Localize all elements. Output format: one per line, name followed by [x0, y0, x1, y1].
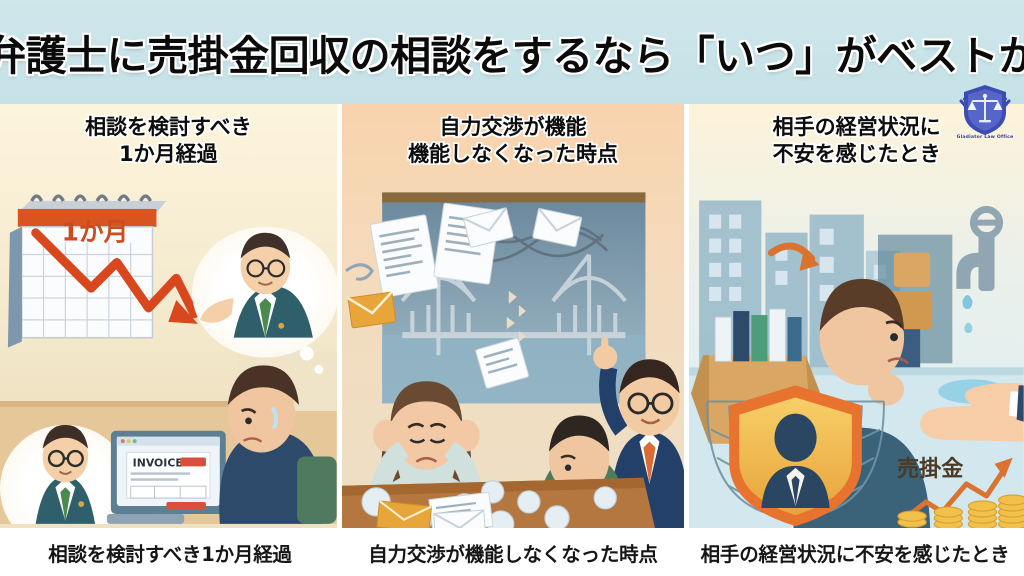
lawyer-thought-bubble-top — [192, 226, 337, 374]
panel-3-illustration: 売掛金 — [689, 104, 1024, 528]
panel-negotiation-failed: 自力交渉が機能 機能しなくなった時点 — [341, 104, 685, 528]
shield-scales-icon — [959, 85, 1011, 135]
caption-1: 相談を検討すべき1か月経過 — [48, 542, 292, 566]
desk-calendar — [7, 194, 199, 348]
caption-3: 相手の経営状況に不安を感じたとき — [700, 542, 1010, 566]
lawyer-thought-bubble-bottom — [0, 424, 131, 524]
protecting-hand — [920, 382, 1024, 442]
broken-bridge — [400, 253, 627, 356]
panel-1-illustration: 1か月 — [0, 104, 337, 524]
pointing-finger — [600, 337, 608, 358]
protection-shield — [729, 385, 863, 527]
person-silhouette-head — [774, 413, 817, 462]
worried-businessman — [219, 365, 337, 524]
law-office-logo: Gladiator Law Office — [954, 82, 1016, 154]
panel-client-financial-risk: 売掛金 相手の経営状況に 不安を感じたとき — [689, 104, 1024, 528]
header-banner: 弁護士に売掛金回収の相談をするなら「いつ」がベストか — [0, 0, 1024, 104]
keyboard — [106, 513, 185, 524]
desktop-monitor: INVOICE — [110, 430, 226, 522]
money-label: 売掛金 — [897, 456, 964, 482]
calendar-label: 1か月 — [62, 218, 129, 247]
hand-on-chin — [868, 373, 905, 406]
files-in-box — [714, 308, 802, 362]
flying-envelopes — [344, 207, 583, 329]
panel-consider-consultation: 1か月 — [0, 104, 337, 528]
logo-text: Gladiator Law Office — [956, 135, 1014, 140]
caption-2: 自力交渉が機能しなくなった時点 — [368, 542, 658, 566]
caption-bar: 相談を検討すべき1か月経過 自力交渉が機能しなくなった時点 相手の経営状況に不安… — [0, 528, 1024, 576]
monitor-invoice-label: INVOICE — [133, 456, 183, 469]
panel-divider-2 — [684, 104, 690, 528]
rising-coin-chart — [897, 457, 1024, 528]
reply-arrow-icon — [344, 263, 374, 281]
page-title: 弁護士に売掛金回収の相談をするなら「いつ」がベストか — [0, 32, 1024, 80]
broken-gap — [506, 290, 526, 343]
table-documents — [375, 491, 494, 528]
panel-divider-1 — [336, 104, 342, 528]
panel-2-illustration — [341, 104, 685, 528]
panel-row: 1か月 — [0, 104, 1024, 528]
